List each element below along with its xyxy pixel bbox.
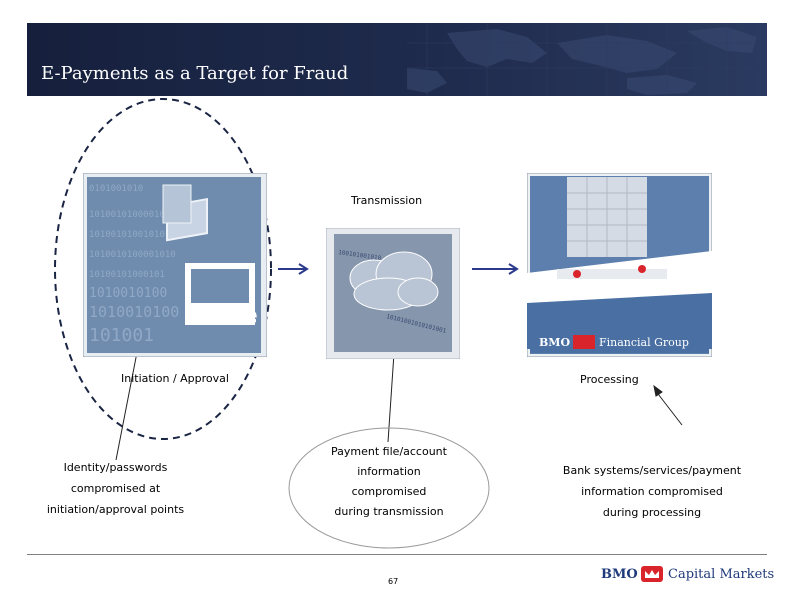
header-banner: E-Payments as a Target for Fraud [27,23,767,96]
svg-text:1010010100001010: 1010010100001010 [89,210,176,220]
svg-text:Financial Group: Financial Group [599,336,689,349]
svg-text:1010010100: 1010010100 [89,286,167,301]
svg-text:1010010100: 1010010100 [89,303,179,321]
bmo-building-icon: BMO Financial Group [526,172,713,358]
initiation-highlight-ellipse [54,98,272,440]
page-title: E-Payments as a Target for Fraud [41,63,349,84]
pointer-bank-systems [653,384,683,426]
bank-line-2: information compromised [581,485,723,498]
svg-text:0101001010: 0101001010 [89,184,143,194]
payment-file-ellipse [288,427,490,549]
footer-logo-bmo: BMO [601,567,638,582]
svg-text:101001: 101001 [89,325,154,346]
footer-divider [27,554,767,555]
identity-description: Identity/passwords compromised at initia… [28,457,203,520]
arrow-initiation-to-transmission [278,263,309,275]
wire-text: Wire [195,301,258,329]
footer-logo-capital-markets: Capital Markets [668,567,775,582]
processing-label: Processing [580,373,639,386]
bank-line-1: Bank systems/services/payment [562,464,742,477]
identity-line-3: initiation/approval points [46,503,185,516]
initiation-label: Initiation / Approval [121,372,229,385]
transmission-image: 100101001010 10101001010101001 [325,227,461,360]
svg-text:1010010100001010: 1010010100001010 [89,250,176,260]
initiation-image: 0101001010 1010010100001010 101001010010… [82,172,268,358]
wire-transfer-icon: 0101001010 1010010100001010 101001010010… [82,172,268,358]
payment-line-2: information [357,465,421,478]
identity-line-1: Identity/passwords [63,461,168,474]
identity-line-2: compromised at [70,482,161,495]
svg-text:101001010010101: 101001010010101 [89,230,170,240]
payment-line-3: compromised [351,485,427,498]
world-map-background [407,23,767,96]
payment-file-description: Payment file/account information comprom… [302,442,476,522]
bmo-roundel-icon [573,335,595,349]
svg-text:10100101000101: 10100101000101 [89,270,165,280]
transmission-label: Transmission [351,194,423,207]
bank-line-3: during processing [602,506,702,519]
payment-line-1: Payment file/account [331,445,447,458]
bank-systems-description: Bank systems/services/payment informatio… [545,460,759,523]
page-number: 67 [388,577,399,586]
cloud-icon: 100101001010 10101001010101001 [325,227,461,360]
processing-image: BMO Financial Group [526,172,713,358]
payment-line-4: during transmission [334,505,444,518]
bmo-roundel-footer-icon [641,566,663,582]
svg-text:BMO: BMO [539,336,570,349]
arrow-transmission-to-processing [472,263,519,275]
